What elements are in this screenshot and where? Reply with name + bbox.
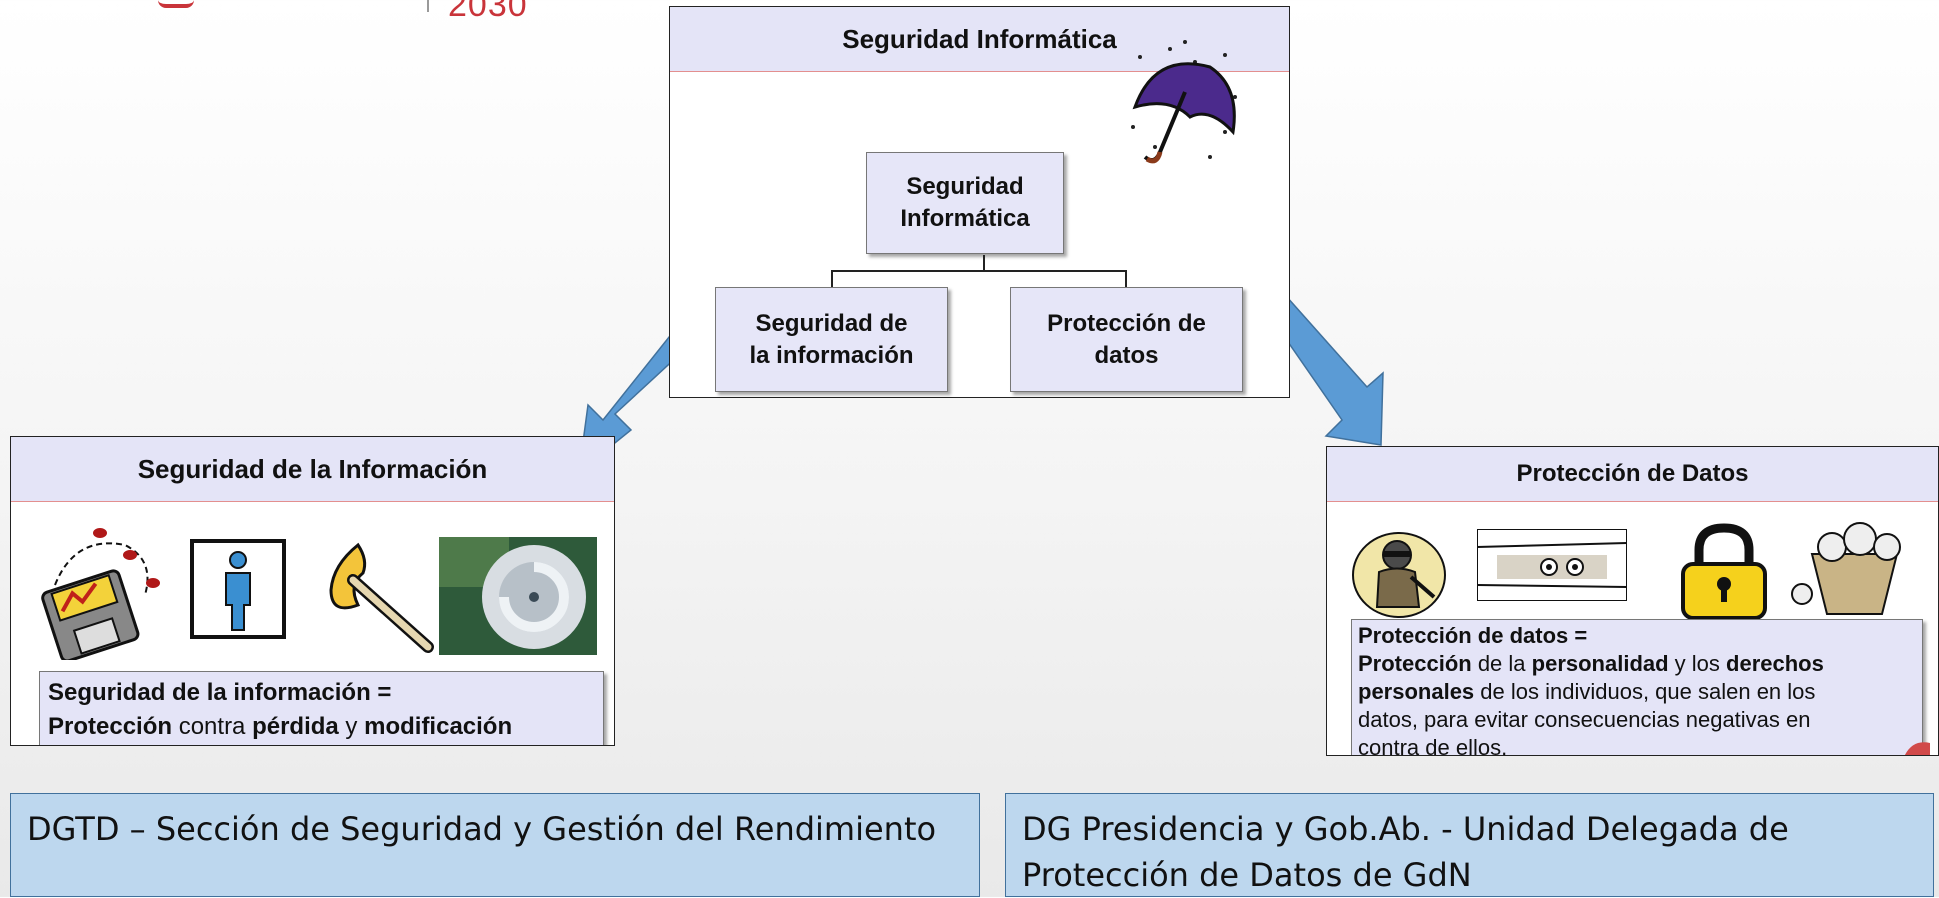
hurricane-icon — [439, 537, 597, 655]
node-seguridad-informacion: Seguridad de la información — [715, 287, 948, 392]
red-decoration-icon — [1905, 742, 1930, 755]
definition-heading: Protección de datos = — [1358, 623, 1588, 648]
seguridad-informatica-panel: Seguridad Informática Seguridad Informát… — [669, 6, 1290, 398]
caption-right: DG Presidencia y Gob.Ab. - Unidad Delega… — [1005, 793, 1934, 897]
logo-divider — [427, 0, 429, 12]
panel-title: Seguridad Informática — [670, 7, 1289, 72]
trash-basket-icon — [1791, 522, 1901, 615]
definition-term: personalidad — [1531, 651, 1669, 676]
tree-connector — [831, 270, 833, 290]
definition-term: personales — [1358, 679, 1475, 704]
match-fire-icon — [329, 542, 434, 653]
definition-text: datos, para evitar consecuencias negativ… — [1358, 707, 1811, 732]
panel-title: Seguridad de la Información — [11, 437, 614, 502]
definition-box: Seguridad de la información = Protección… — [39, 671, 604, 745]
definition-text: de los individuos, que salen en los — [1474, 679, 1816, 704]
definition-term: derechos — [1726, 651, 1824, 676]
logo-year: 2030 — [448, 0, 528, 24]
logo-swoosh — [158, 0, 194, 8]
person-icon — [190, 539, 286, 639]
definition-term: Protección — [1358, 651, 1472, 676]
tree-connector — [831, 270, 1127, 272]
definition-term: pérdida — [252, 713, 339, 740]
definition-text: de la — [1471, 651, 1532, 676]
definition-text: contra — [172, 713, 253, 740]
definition-text: y — [338, 713, 365, 740]
node-label: Protección de datos — [1047, 309, 1206, 369]
tree-connector — [1125, 270, 1127, 290]
padlock-icon — [1681, 523, 1767, 620]
node-seguridad-informatica: Seguridad Informática — [866, 152, 1064, 254]
definition-text: y los — [1668, 651, 1727, 676]
definition-heading: Seguridad de la información = — [48, 679, 392, 706]
proteccion-datos-panel: Protección de Datos Protección de datos … — [1326, 446, 1939, 756]
tree-connector — [983, 255, 985, 271]
definition-term: Protección — [48, 713, 173, 740]
definition-box: Protección de datos = Protección de la p… — [1351, 619, 1923, 756]
umbrella-icon — [1131, 40, 1237, 164]
definition-text: contra de ellos. — [1358, 735, 1508, 756]
node-proteccion-datos: Protección de datos — [1010, 287, 1243, 392]
node-label: Seguridad de la información — [749, 309, 914, 369]
floppy-bugs-icon — [41, 528, 160, 660]
seguridad-informacion-panel: Seguridad de la Información Seguridad de… — [10, 436, 615, 746]
panel-title: Protección de Datos — [1327, 447, 1938, 502]
thief-icon — [1352, 532, 1446, 618]
caption-left: DGTD – Sección de Seguridad y Gestión de… — [10, 793, 980, 897]
peeking-eyes-icon — [1477, 529, 1627, 601]
node-label: Seguridad Informática — [900, 173, 1030, 232]
definition-term: modificación — [364, 713, 513, 740]
